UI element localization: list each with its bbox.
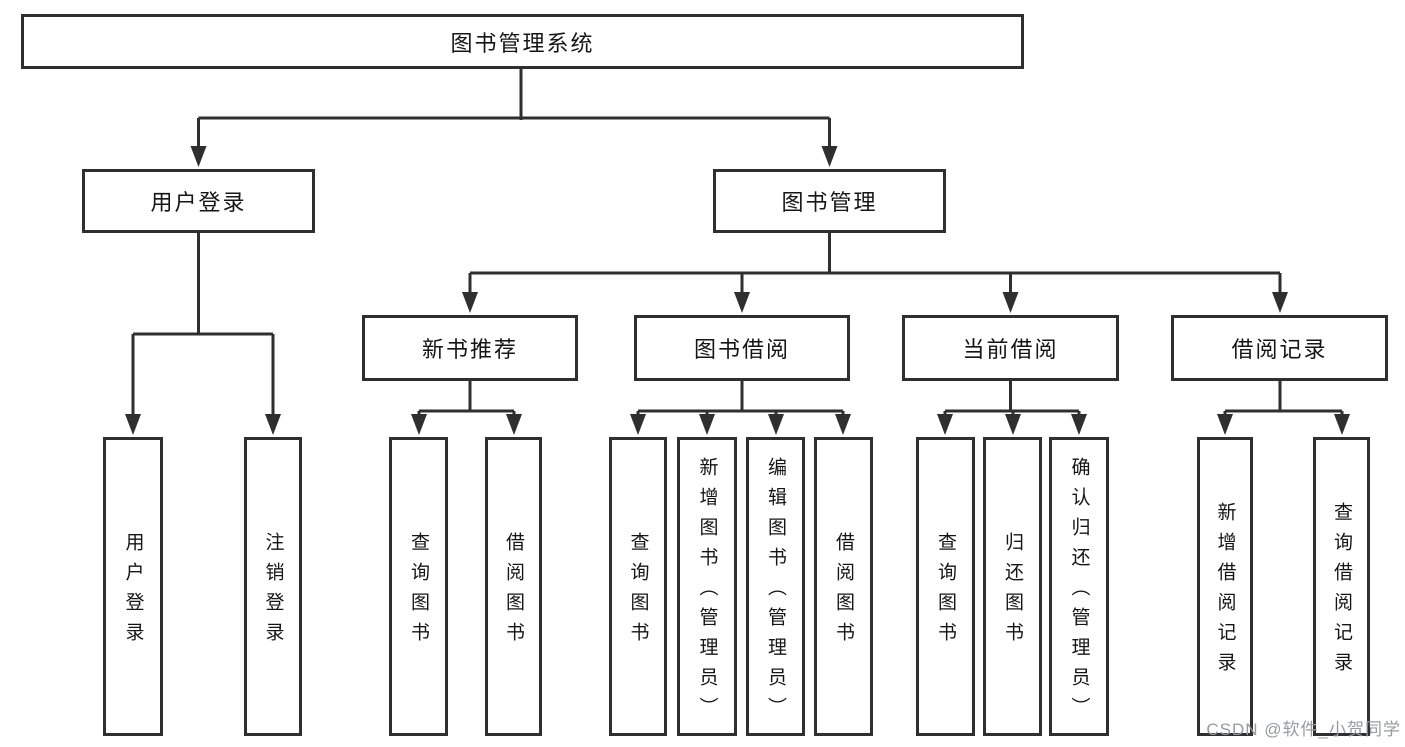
leaf-label: 新增图书（管理员） [696, 457, 718, 727]
node-book-management: 图书管理 [713, 169, 946, 233]
leaf-label: 查询图书 [408, 532, 429, 652]
leaf-label: 注销登录 [262, 532, 284, 652]
node-leaf-borrow-books-1: 借阅图书 [485, 437, 542, 736]
leaf-label: 归还图书 [1002, 532, 1023, 652]
node-leaf-logout: 注销登录 [244, 437, 302, 736]
leaf-label: 确认归还（管理员） [1068, 457, 1090, 727]
leaf-label: 查询图书 [627, 532, 649, 652]
node-leaf-add-borrow-record: 新增借阅记录 [1197, 437, 1253, 736]
csdn-watermark: CSDN @软件_小贺同学 [1206, 720, 1401, 739]
node-user-login: 用户登录 [82, 169, 315, 233]
node-leaf-query-books-1: 查询图书 [389, 437, 448, 736]
node-leaf-query-books-3: 查询图书 [916, 437, 975, 736]
leaf-label: 借阅图书 [503, 532, 524, 652]
node-book-borrowing: 图书借阅 [634, 315, 850, 381]
node-leaf-edit-books-admin: 编辑图书（管理员） [746, 437, 805, 736]
node-leaf-user-login: 用户登录 [103, 437, 163, 736]
node-new-book-recommendation: 新书推荐 [362, 315, 578, 381]
node-leaf-return-books: 归还图书 [983, 437, 1042, 736]
node-leaf-query-borrow-record: 查询借阅记录 [1313, 437, 1370, 736]
node-leaf-query-books-2: 查询图书 [609, 437, 667, 736]
leaf-label: 新增借阅记录 [1214, 502, 1236, 682]
node-leaf-add-books-admin: 新增图书（管理员） [677, 437, 737, 736]
node-borrowing-records: 借阅记录 [1171, 315, 1388, 381]
node-leaf-borrow-books-2: 借阅图书 [814, 437, 873, 736]
node-leaf-confirm-return-admin: 确认归还（管理员） [1049, 437, 1109, 736]
leaf-label: 编辑图书（管理员） [765, 457, 786, 727]
node-current-borrowing: 当前借阅 [902, 315, 1119, 381]
leaf-label: 用户登录 [122, 532, 144, 652]
leaf-label: 查询借阅记录 [1331, 502, 1352, 682]
leaf-label: 借阅图书 [833, 532, 854, 652]
leaf-label: 查询图书 [935, 532, 956, 652]
node-library-management-system: 图书管理系统 [21, 14, 1024, 69]
